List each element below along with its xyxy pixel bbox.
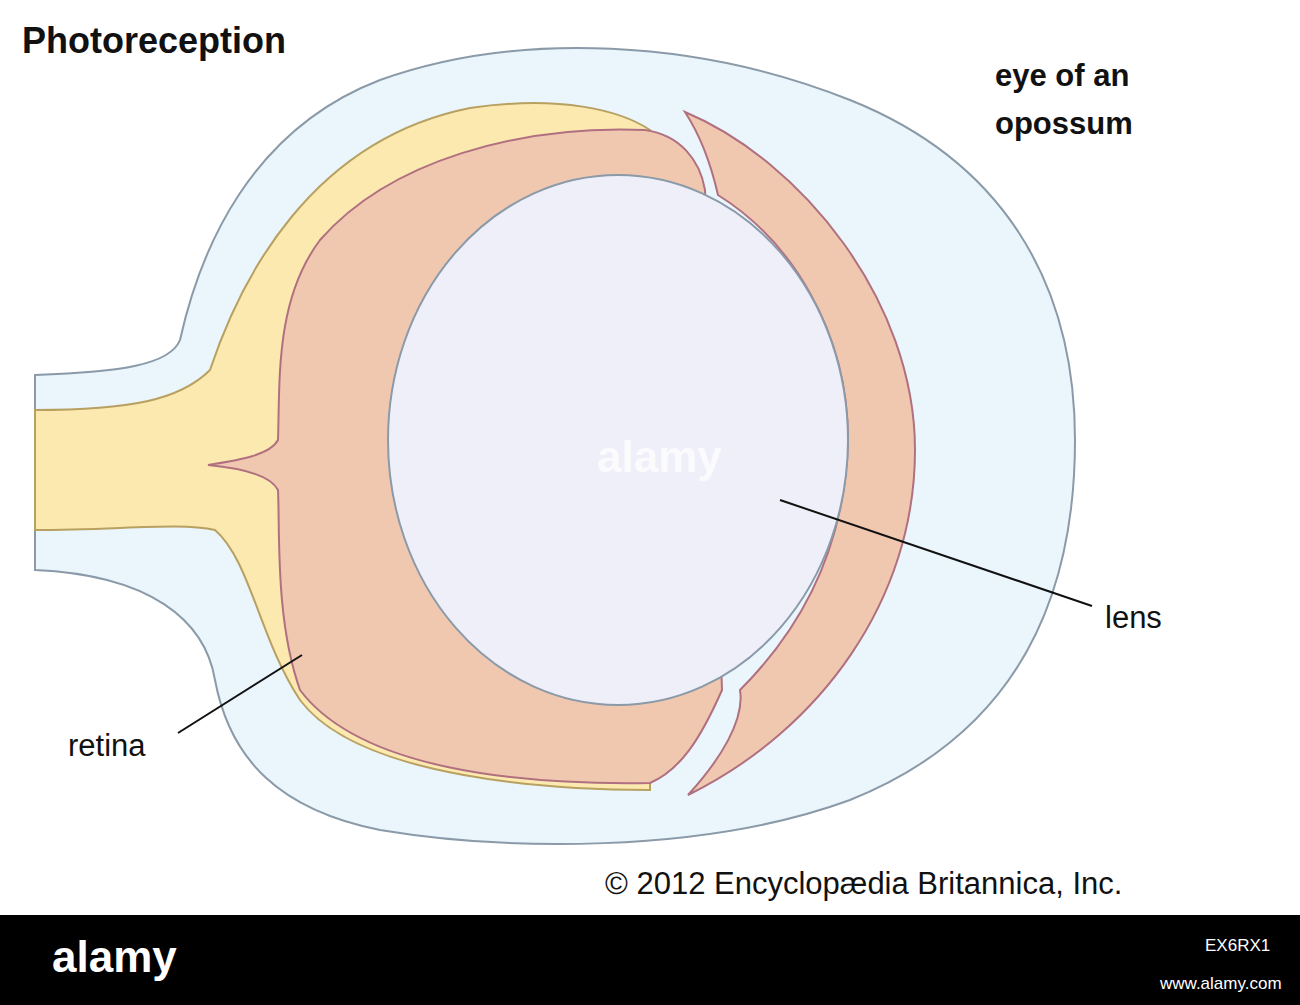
watermark: alamy [52, 932, 177, 982]
watermark: EX6RX1 [1205, 936, 1270, 956]
title: Photoreception [22, 20, 286, 62]
watermark: www.alamy.com [1160, 974, 1282, 994]
eye-outer-tissue [35, 48, 1075, 844]
lens-shape [388, 175, 848, 705]
watermark: alamy [597, 432, 722, 482]
copyright-note: © 2012 Encyclopædia Britannica, Inc. [605, 866, 1122, 902]
leader-line [178, 655, 302, 733]
watermark-bar [0, 915, 1300, 1005]
figure-label: eye of an opossum [995, 52, 1195, 148]
part-label: lens [1105, 600, 1162, 636]
part-label: retina [68, 728, 146, 764]
leader-line [780, 500, 1092, 606]
